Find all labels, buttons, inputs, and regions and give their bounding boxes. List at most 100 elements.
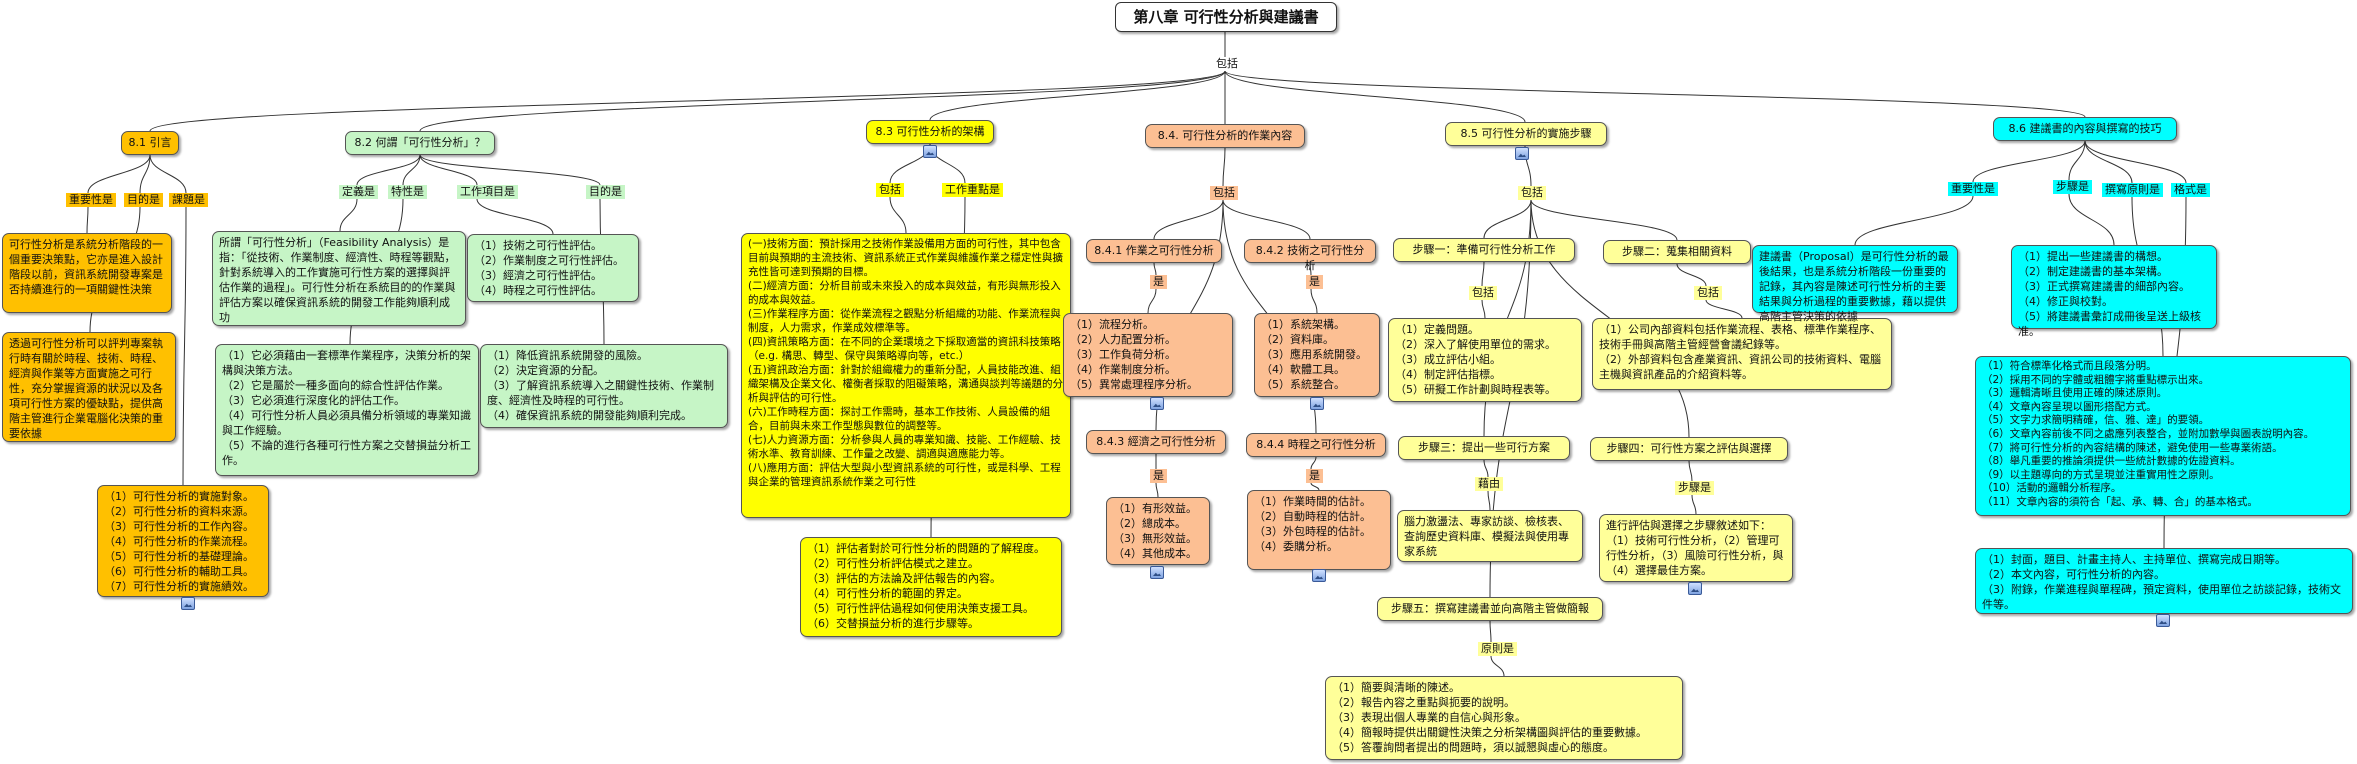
b5-step5[interactable]: 步驟五：撰寫建議書並向高階主管做簡報 xyxy=(1377,597,1603,621)
b2-label-definition: 定義是 xyxy=(339,185,378,199)
b5-step2-link: 包括 xyxy=(1694,286,1722,300)
b5-step1-list[interactable]: （1）定義問題。 （2）深入了解使用單位的需求。 （3）成立評估小組。 （4）制… xyxy=(1388,318,1582,402)
connector-line xyxy=(929,70,1226,121)
branch-8-6-title[interactable]: 8.6 建議書的內容與撰寫的技巧 xyxy=(1993,117,2177,141)
b5-step3-link: 藉由 xyxy=(1475,477,1503,491)
connector-line xyxy=(1530,199,1678,241)
connector-line xyxy=(1481,299,1486,319)
connector-line xyxy=(1222,147,1226,187)
connector-line xyxy=(1483,459,1489,478)
b3-focus-node[interactable]: （1）評估者對於可行性分析的問題的了解程度。 （2）可行性分析評估模式之建立。 … xyxy=(800,537,1062,637)
b4-technical-analysis[interactable]: 8.4.2 技術之可行性分析 xyxy=(1244,239,1376,272)
attachment-icon[interactable] xyxy=(1150,397,1164,410)
connector-line xyxy=(339,198,358,232)
b5-step4-text[interactable]: 進行評估與選擇之步驟敘述如下：（1）技術可行性分析，（2）管理可行性分析，（3）… xyxy=(1599,514,1793,582)
connector-line xyxy=(1310,456,1317,470)
attachment-icon[interactable] xyxy=(923,145,937,158)
b4-eco-list[interactable]: （1）有形效益。 （2）總成本。 （3）無形效益。 （4）其他成本。 xyxy=(1106,497,1210,565)
branch-8-1-title[interactable]: 8.1 引言 xyxy=(121,131,179,155)
connector-line xyxy=(1153,262,1157,276)
b2-label-traits: 特性是 xyxy=(388,185,427,199)
connector-line xyxy=(402,154,421,186)
attachment-icon[interactable] xyxy=(2156,614,2170,627)
connector-line xyxy=(1310,288,1318,314)
connector-line xyxy=(1972,140,2086,183)
b4-tech-list[interactable]: （1）系統架構。 （2）資料庫。 （3）應用系統開發。 （4）軟體工具。 （5）… xyxy=(1254,313,1380,397)
b4-sched-is-label: 是 xyxy=(1306,469,1323,483)
b2-definition-node[interactable]: 所謂「可行性分析」（Feasibility Analysis）是指：「從技術、作… xyxy=(212,231,466,326)
connector-line xyxy=(419,70,1226,132)
b6-label-importance: 重要性是 xyxy=(1948,182,1998,196)
connector-line xyxy=(476,198,554,235)
b4-tech-is-label: 是 xyxy=(1306,275,1323,289)
branch-8-2-title[interactable]: 8.2 何謂「可行性分析」？ xyxy=(345,131,495,155)
b2-work-items-node[interactable]: （1）技術之可行性評估。 （2）作業制度之可行性評估。 （3）經濟之可行性評估。… xyxy=(467,234,639,302)
attachment-icon[interactable] xyxy=(1150,566,1164,579)
connector-line xyxy=(1483,199,1532,239)
b5-step3-text[interactable]: 腦力激盪法、專家訪談、檢核表、查詢歷史資料庫、模擬法與使用專家系統 xyxy=(1397,510,1583,562)
connector-line xyxy=(1481,261,1485,287)
connector-line xyxy=(1487,490,1491,511)
b6-steps-node[interactable]: （1）提出一些建議書的構想。 （2）制定建議書的基本架構。 （3）正式撰寫建議書… xyxy=(2011,245,2217,338)
b4-eco-is-label: 是 xyxy=(1150,469,1167,483)
attachment-icon[interactable] xyxy=(1310,397,1324,410)
b2-purpose-node[interactable]: （1）降低資訊系統開發的風險。 （2）決定資源的分配。 （3）了解資訊系統導入之… xyxy=(480,344,728,428)
connector-line xyxy=(149,70,1226,132)
connector-line xyxy=(419,154,601,186)
connector-line xyxy=(1691,494,1697,515)
connector-line xyxy=(356,154,421,186)
connector-line xyxy=(139,154,151,194)
b1-label-topics: 課題是 xyxy=(169,193,208,207)
b1-label-importance: 重要性是 xyxy=(66,193,116,207)
branch-8-5-title[interactable]: 8.5 可行性分析的實施步驟 xyxy=(1445,122,1607,146)
b5-step5-link: 原則是 xyxy=(1478,642,1517,656)
b4-economic-analysis[interactable]: 8.4.3 經濟之可行性分析 xyxy=(1086,430,1226,454)
b5-step1[interactable]: 步驟一：準備可行性分析工作 xyxy=(1393,238,1575,262)
attachment-icon[interactable] xyxy=(1515,147,1529,160)
b5-step5-list[interactable]: （1）簡要與清晰的陳述。 （2）報告內容之重點與扼要的說明。 （3）表現出個人專… xyxy=(1325,676,1683,760)
connector-line xyxy=(182,206,187,486)
connector-line xyxy=(1705,299,1743,319)
connector-line xyxy=(1676,263,1707,287)
b5-step2-list[interactable]: （1）公司內部資料包括作業流程、表格、標準作業程序、技術手冊與高階主管經營會議紀… xyxy=(1592,318,1892,390)
b5-step4[interactable]: 步驟四：可行性方案之評估與選擇 xyxy=(1590,437,1788,461)
attachment-icon[interactable] xyxy=(1688,582,1702,595)
b1-purpose-node[interactable]: 透過可行性分析可以評判專案執行時有關於時程、技術、時程、經濟與作業等方面實施之可… xyxy=(2,332,176,442)
connector-line xyxy=(1155,482,1159,498)
b6-format-node[interactable]: （1）封面，題目、計畫主持人、主持單位、撰寫完成日期等。 （2）本文內容，可行性… xyxy=(1975,548,2353,614)
b4-operational-analysis[interactable]: 8.4.1 作業之可行性分析 xyxy=(1086,239,1222,263)
b4-link-includes: 包括 xyxy=(1210,186,1238,200)
connector-line xyxy=(1688,460,1693,482)
connector-line xyxy=(86,206,89,234)
b1-label-purpose: 目的是 xyxy=(124,193,163,207)
b5-step3[interactable]: 步驟三：提出一些可行方案 xyxy=(1398,436,1570,460)
connector-line xyxy=(1153,199,1224,240)
connector-line xyxy=(2068,140,2086,181)
branch-8-4-title[interactable]: 8.4. 可行性分析的作業內容 xyxy=(1145,124,1305,148)
b5-step1-link: 包括 xyxy=(1469,286,1497,300)
b4-op-is-label: 是 xyxy=(1150,275,1167,289)
b3-framework-node[interactable]: (一)技術方面：預計採用之技術作業設備用方面的可行性，其中包含目前與預期的主流技… xyxy=(741,233,1071,518)
branch-8-3-title[interactable]: 8.3 可行性分析的架構 xyxy=(866,120,994,144)
b6-label-steps: 步驟是 xyxy=(2053,180,2092,194)
b4-schedule-analysis[interactable]: 8.4.4 時程之可行性分析 xyxy=(1246,433,1386,457)
connector-line xyxy=(2084,140,2133,184)
b3-label-includes: 包括 xyxy=(876,183,904,197)
b1-topics-node[interactable]: （1）可行性分析的實施對象。 （2）可行性分析的資料來源。 （3）可行性分析的工… xyxy=(97,485,269,597)
connector-line xyxy=(1222,199,1311,240)
root-chapter-title[interactable]: 第八章 可行性分析與建議書 xyxy=(1115,2,1337,32)
b2-traits-node[interactable]: （1）它必須藉由一套標準作業程序，決策分析的架構與決策方法。 （2）它是屬於一種… xyxy=(215,344,479,476)
b5-step2[interactable]: 步驟二：蒐集相關資料 xyxy=(1603,240,1751,264)
b6-principles-node[interactable]: （1）符合標準化格式而且段落分明。 （2）採用不同的字體或粗體字將重點標示出來。… xyxy=(1975,356,2351,516)
b4-sched-list[interactable]: （1）作業時間的估計。 （2）自動時程的估計。 （3）外包時程的估計。 （4）委… xyxy=(1247,490,1391,570)
b6-importance-node[interactable]: 建議書（Proposal）是可行性分析的最後結果，也是系統分析階段一份重要的記錄… xyxy=(1752,245,1958,323)
attachment-icon[interactable] xyxy=(181,597,195,610)
connector-line xyxy=(1310,482,1320,491)
b2-label-work-items: 工作項目是 xyxy=(457,185,518,199)
b4-op-list[interactable]: （1）流程分析。 （2）人力配置分析。 （3）工作負荷分析。 （4）作業制度分析… xyxy=(1063,313,1233,397)
b1-importance-node[interactable]: 可行性分析是系統分析階段的一個重要決策點，它亦是進入設計階段以前，資訊系統開發專… xyxy=(2,233,172,313)
attachment-icon[interactable] xyxy=(1312,569,1326,582)
connector-line xyxy=(1224,70,2086,118)
connector-line xyxy=(1854,195,1974,246)
b5-step4-link: 步驟是 xyxy=(1675,481,1714,495)
